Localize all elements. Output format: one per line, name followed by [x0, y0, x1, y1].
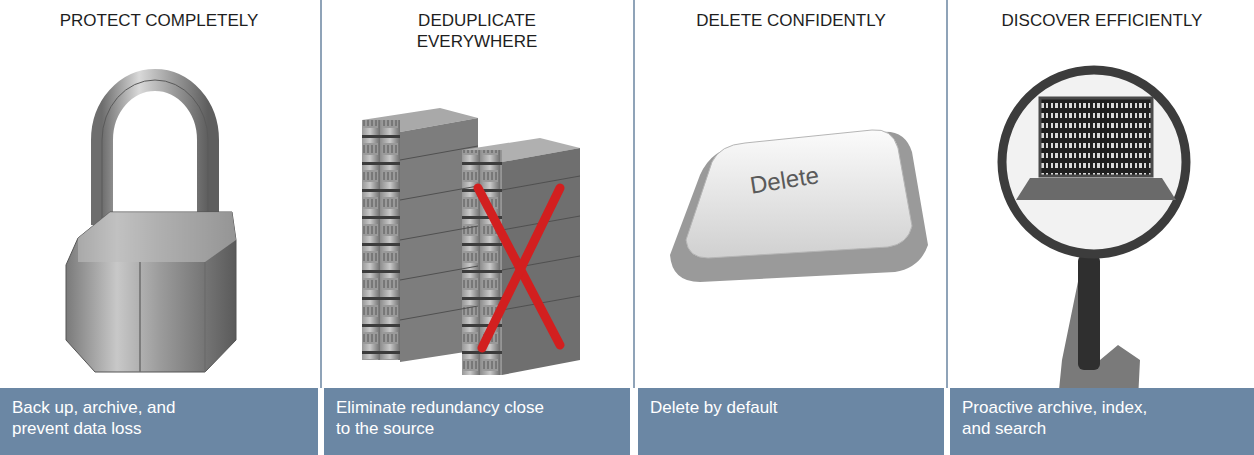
- caption-band: Eliminate redundancy close to the source: [324, 388, 630, 455]
- padlock-icon: [66, 80, 236, 372]
- red-cross: [478, 188, 560, 348]
- column-heading: PROTECT COMPLETELY: [48, 10, 270, 31]
- band-text: Delete by default: [650, 397, 862, 418]
- caption-band: Delete by default: [638, 388, 944, 455]
- caption-band: Back up, archive, and prevent data loss: [0, 388, 318, 455]
- band-text: Back up, archive, and prevent data loss: [12, 397, 224, 440]
- column-node: DEDUPLICATE EVERYWHERE Eliminate redundan…: [324, 0, 630, 455]
- column-node: DELETE CONFIDENTLY Delete by default: [638, 0, 944, 455]
- column-heading: DEDUPLICATE EVERYWHERE: [366, 10, 588, 53]
- column-node: DISCOVER EFFICIENTLY Proactive archive, i…: [950, 0, 1254, 455]
- server-racks: [362, 108, 580, 375]
- caption-band: Proactive archive, index, and search: [950, 388, 1254, 455]
- column-heading: DELETE CONFIDENTLY: [680, 10, 902, 31]
- delete-key: [670, 130, 928, 282]
- band-text: Eliminate redundancy close to the source: [336, 397, 548, 440]
- column-node: PROTECT COMPLETELY Back up, archive, and …: [0, 0, 318, 455]
- column-heading: DISCOVER EFFICIENTLY: [991, 10, 1213, 31]
- column-separator: [321, 0, 947, 388]
- band-text: Proactive archive, index, and search: [962, 397, 1174, 440]
